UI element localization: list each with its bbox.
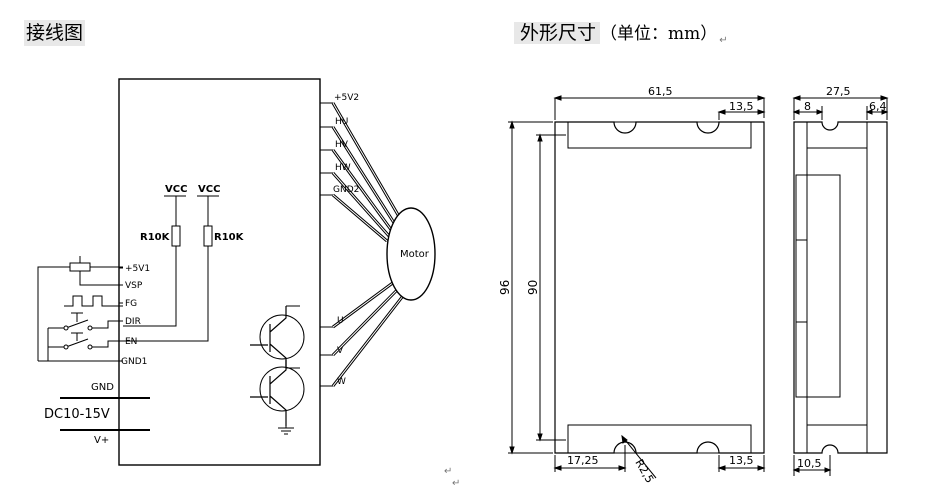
- dim-slot-right: 13,5: [729, 100, 754, 113]
- driver-box: [118, 78, 321, 466]
- wiring-title: 接线图: [24, 20, 86, 46]
- motor-label: Motor: [400, 249, 430, 260]
- ground-symbol: [278, 426, 294, 435]
- pin-label-hu: HU: [335, 117, 348, 127]
- vcc-label-2: VCC: [198, 184, 220, 195]
- para-mark-3: ↵: [452, 478, 461, 489]
- resistor-label-2: R10K: [214, 232, 245, 243]
- side-view: [792, 95, 889, 476]
- pin-label-hv: HV: [335, 140, 349, 150]
- pin-label-dir: DIR: [125, 317, 141, 327]
- dimensions-title: 外形尺寸（单位：mm）↵: [514, 20, 728, 46]
- front-outline: [554, 121, 765, 454]
- dim-slot-left-bottom: 17,25: [567, 454, 599, 467]
- dim-radius: R2,5: [632, 457, 656, 485]
- vplus-label: V+: [94, 435, 109, 446]
- pin-label-w: W: [337, 377, 346, 387]
- pin-label-en: EN: [125, 337, 137, 347]
- motor: [386, 207, 436, 301]
- switch-en: [48, 332, 123, 350]
- transistor-2: [250, 360, 305, 426]
- pin-label-v: V: [337, 346, 344, 356]
- para-mark-2: ↵: [444, 466, 453, 477]
- switch-dir: [47, 312, 123, 361]
- dim-side-depth: 27,5: [826, 85, 851, 98]
- dim-height-outer: 96: [498, 280, 512, 295]
- para-mark-1: ↵: [719, 35, 728, 46]
- resistor-1: [123, 195, 186, 327]
- side-outline: [793, 121, 888, 454]
- dim-height-inner: 90: [526, 280, 540, 295]
- dim-side-105: 10,5: [797, 457, 822, 470]
- dim-side-64: 6,4: [869, 100, 887, 113]
- front-view: [508, 95, 766, 479]
- resistor-2: [123, 195, 219, 342]
- dimensions-unit: （单位：mm）: [600, 24, 718, 44]
- pin-label-hw: HW: [335, 163, 351, 173]
- motor-wire-phase: [331, 280, 408, 387]
- gnd-label: GND: [91, 382, 114, 393]
- pin-label-fg: FG: [125, 299, 137, 309]
- dimensions-title-text: 外形尺寸: [514, 22, 601, 44]
- wiring-diagram: [37, 78, 436, 466]
- dim-slot-right-bottom: 13,5: [729, 454, 754, 467]
- pin-label-gnd1: GND1: [121, 357, 147, 367]
- vcc-label-1: VCC: [165, 184, 187, 195]
- pin-label-vsp: VSP: [125, 281, 143, 291]
- fg-pulse: [64, 295, 123, 307]
- pin-label-5v1: +5V1: [125, 264, 150, 274]
- supply-label: DC10-15V: [44, 407, 110, 422]
- potentiometer: [37, 256, 123, 361]
- transistor-1: [250, 305, 305, 369]
- dim-side-8: 8: [804, 100, 811, 113]
- resistor-label-1: R10K: [140, 232, 171, 243]
- pin-label-gnd2: GND2: [333, 185, 359, 195]
- pin-label-5v2: +5V2: [334, 93, 359, 103]
- dim-width: 61,5: [648, 85, 673, 98]
- pin-label-u: U: [337, 316, 344, 326]
